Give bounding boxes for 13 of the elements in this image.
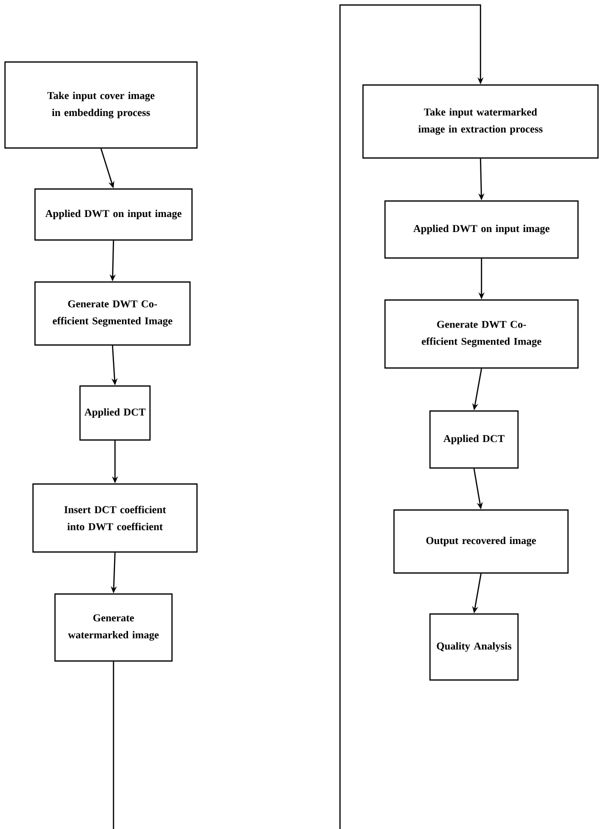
process-box: Take input watermarked image in extraction process xyxy=(362,84,599,159)
process-box: Generate DWT Co-efficient Segmented Image xyxy=(34,281,191,346)
process-box: Applied DWT on input image xyxy=(384,200,579,259)
process-box: Applied DCT xyxy=(79,385,151,441)
process-box: Applied DWT on input image xyxy=(34,188,193,241)
process-box: Generate DWT Co-efficient Segmented Image xyxy=(384,299,579,369)
arrow xyxy=(112,4,484,829)
process-box: Output recovered image xyxy=(393,509,569,574)
process-box: Insert DCT coefficient into DWT coefficient xyxy=(32,483,198,553)
process-box: Generate watermarked image xyxy=(54,593,173,662)
process-box: Applied DCT xyxy=(429,410,519,469)
process-box: Quality Analysis xyxy=(429,613,519,681)
process-box: Take input cover image in embedding process xyxy=(4,61,198,149)
